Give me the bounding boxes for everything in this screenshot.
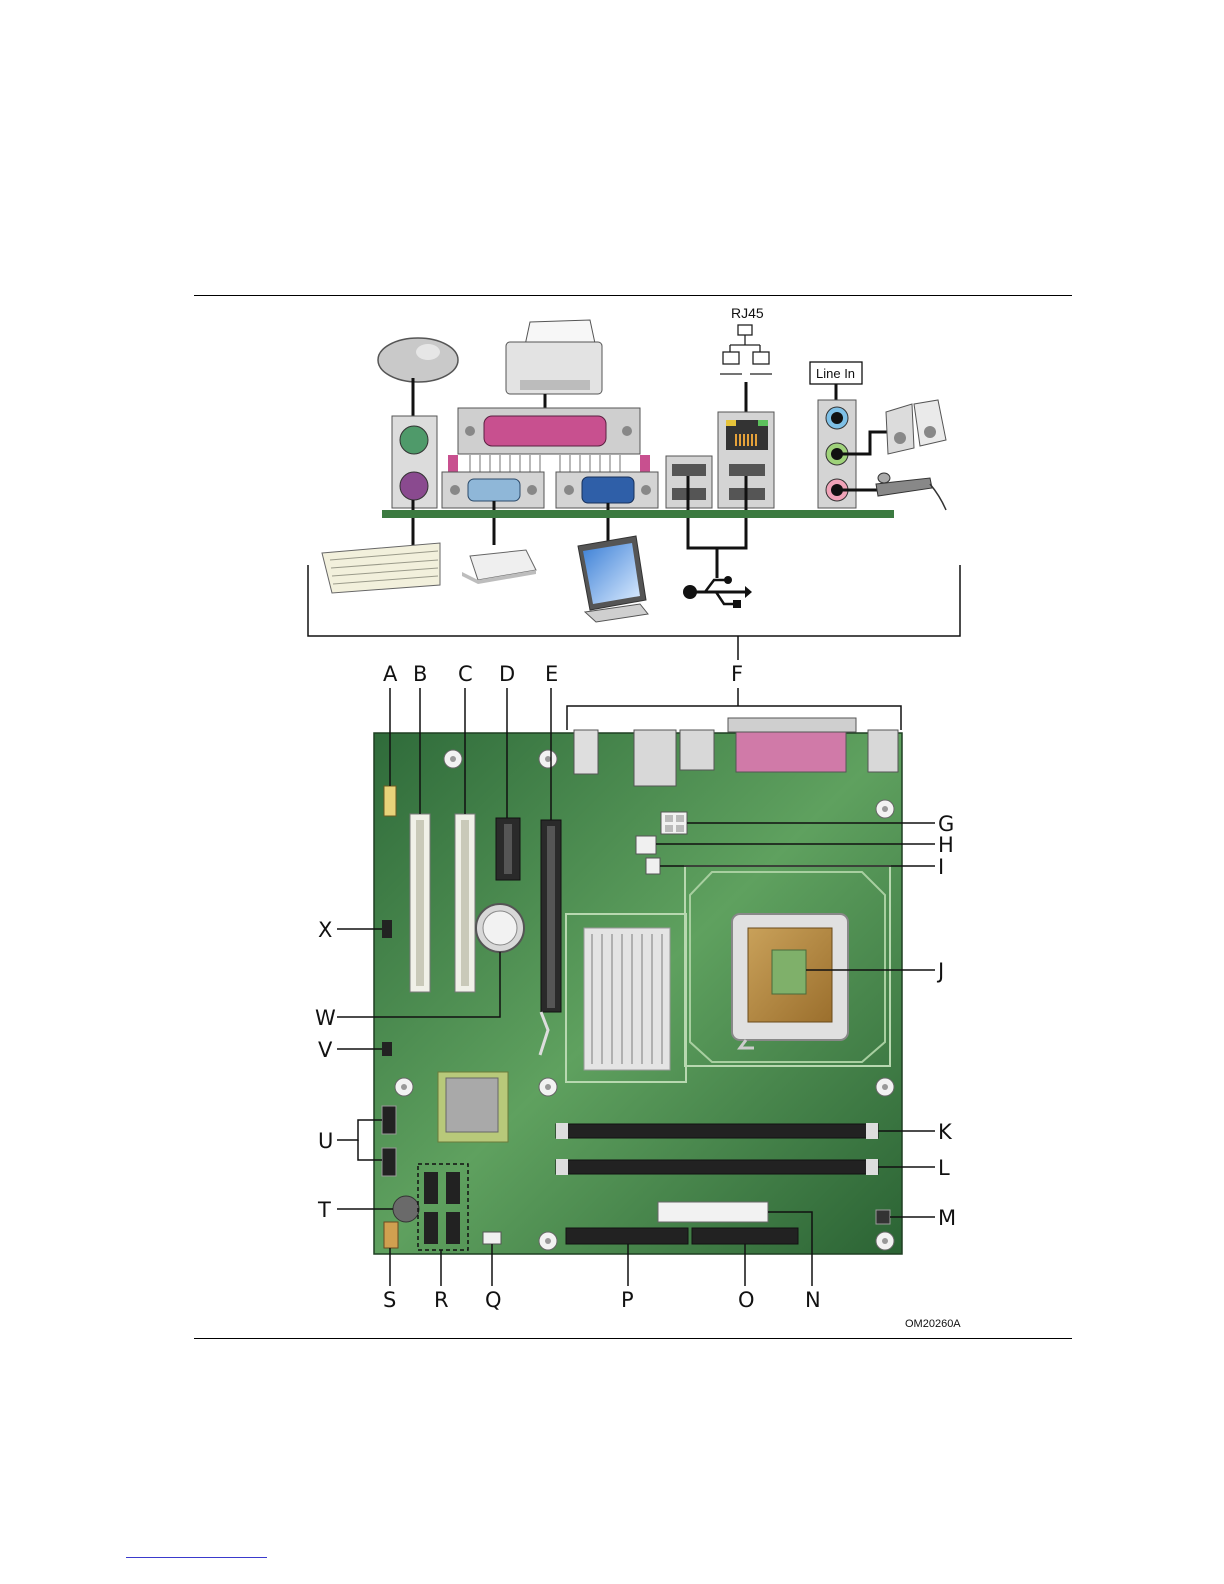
callout-T: T [317, 1198, 331, 1222]
rj45-label: RJ45 [731, 305, 764, 321]
microphone-icon [876, 473, 946, 510]
board-audio-connector [868, 730, 898, 772]
network-icon [720, 325, 772, 374]
speakers-icon [886, 400, 946, 454]
usb-header-U1 [382, 1106, 396, 1134]
callout-C: C [458, 662, 473, 686]
ide-connector-P [566, 1228, 688, 1244]
fan-header-H [636, 836, 656, 854]
ps2-mouse-port [400, 426, 428, 454]
callout-A: A [383, 662, 398, 686]
sata-port [446, 1172, 460, 1204]
callout-V: V [318, 1038, 333, 1062]
sata-port [424, 1212, 438, 1244]
line-in-label: Line In [816, 366, 855, 381]
printer-icon [506, 320, 602, 418]
header-M [876, 1210, 890, 1224]
callout-B: B [413, 662, 427, 686]
usb-port [672, 464, 706, 476]
figure-id: OM20260A [905, 1318, 961, 1330]
modem-icon [462, 550, 536, 584]
callout-S: S [383, 1288, 396, 1312]
fan-header-Q [483, 1232, 501, 1244]
callout-X: X [318, 918, 332, 942]
board-ps2-connector [574, 730, 598, 774]
usb-port [729, 464, 765, 476]
serial-port [468, 479, 520, 501]
vga-port [582, 477, 634, 503]
callout-H: H [938, 833, 954, 857]
atx-power-connector-N [658, 1202, 768, 1222]
front-panel-header-S [384, 1222, 398, 1248]
callout-L: L [938, 1156, 950, 1180]
callout-U: U [318, 1129, 333, 1153]
jumper-V [382, 1042, 392, 1056]
callout-R: R [434, 1288, 449, 1312]
usb-icon [683, 576, 752, 608]
header-A [384, 786, 396, 816]
callout-M: M [938, 1206, 956, 1230]
callout-P: P [621, 1288, 634, 1312]
chipset-heatsink [584, 928, 670, 1070]
callout-O: O [738, 1288, 755, 1312]
callout-K: K [938, 1120, 953, 1144]
keyboard-icon [322, 543, 440, 593]
top-callout-labels: A B C D E F [383, 662, 743, 686]
callout-W: W [315, 1006, 336, 1030]
jumper-X [382, 920, 392, 938]
ps2-keyboard-port [400, 472, 428, 500]
callout-N: N [805, 1288, 821, 1312]
callout-I: I [938, 855, 944, 879]
parallel-port [484, 416, 606, 446]
usb-header-U2 [382, 1148, 396, 1176]
callout-D: D [499, 662, 515, 686]
dimm-slot-L [556, 1160, 878, 1174]
mouse-icon [378, 338, 458, 418]
callout-Q: Q [485, 1288, 502, 1312]
board-usb-lan-connector [634, 730, 676, 786]
dimm-slot-K [556, 1124, 878, 1138]
motherboard [374, 718, 902, 1254]
callout-E: E [545, 662, 558, 686]
callout-J: J [936, 959, 944, 983]
fan-header-I [646, 858, 660, 874]
floppy-connector-O [692, 1228, 798, 1244]
back-panel-illustration: RJ45 [308, 305, 960, 660]
sata-port [424, 1172, 438, 1204]
sata-port [446, 1212, 460, 1244]
monitor-icon [578, 536, 648, 622]
board-usb-connector [680, 730, 714, 770]
speaker-T [393, 1196, 419, 1222]
back-panel-board-edge [382, 510, 894, 518]
callout-F: F [731, 662, 743, 686]
